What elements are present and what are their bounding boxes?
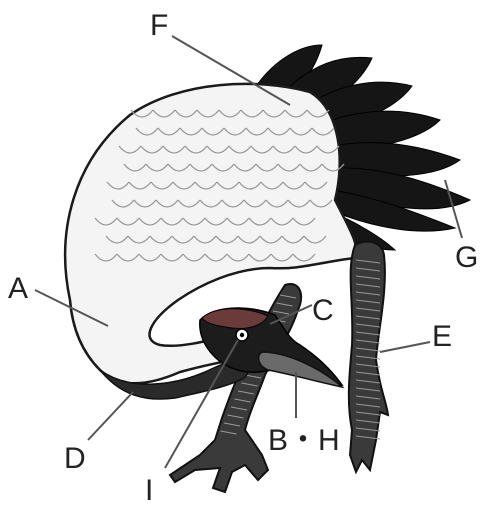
label-I: I [145, 474, 153, 506]
label-F: F [150, 9, 168, 42]
label-BH: B・H [268, 424, 340, 457]
leader-D [88, 392, 133, 440]
eye-pupil [240, 333, 244, 337]
leader-E [380, 342, 430, 352]
label-G: G [455, 241, 478, 274]
label-D: D [64, 442, 86, 475]
label-C: C [312, 294, 334, 327]
label-E: E [432, 320, 452, 353]
label-A: A [8, 272, 28, 305]
